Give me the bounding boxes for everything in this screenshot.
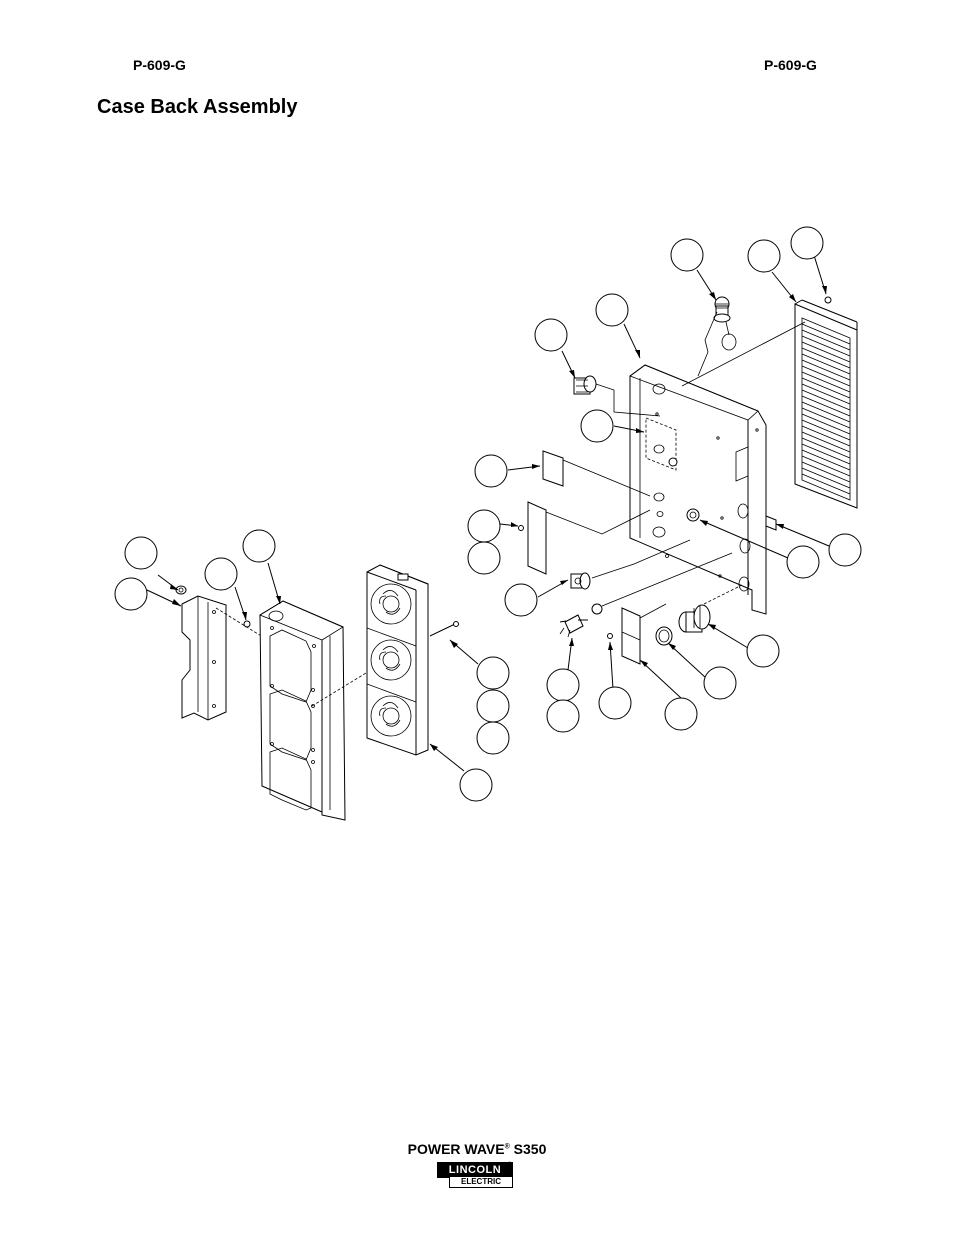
callout-balloon [664,697,698,731]
callout-balloon [476,721,510,755]
pc-board-part [527,501,547,575]
cover-plate-part [621,607,641,665]
callout-balloon [580,409,614,443]
callout-balloon [746,634,780,668]
callout-balloon [703,666,737,700]
nut-part [175,585,187,595]
callout-balloon [534,318,568,352]
logo-bottom-text: ELECTRIC [449,1176,513,1188]
callout-balloon [546,699,580,733]
grille-screw-part [824,296,832,304]
lock-nut-part [655,626,673,646]
page-title: Case Back Assembly [97,96,298,118]
product-model: POWER WAVE® S350 [0,1141,954,1157]
callout-balloon [204,557,238,591]
callout-balloon [598,686,632,720]
callout-balloon [124,536,158,570]
registered-mark: ® [504,1143,510,1151]
fan-shroud-part [259,600,346,821]
cover-screw-part [607,633,613,639]
receptacle-part [573,375,597,395]
callout-balloon [546,668,580,702]
bolt-part [429,621,459,637]
louver-panel-part [794,299,858,509]
callout-balloons [114,226,862,802]
screw-part [243,620,251,628]
louver-slats [801,323,851,495]
cord-connector-part [678,604,711,633]
case-back-panel-part [629,364,767,615]
grommet-part [668,457,700,522]
callout-balloon [459,768,493,802]
pc-board-screw-part [518,525,524,531]
callout-balloon [467,541,501,575]
callout-balloon [670,238,704,272]
fan-stack-part [366,564,429,756]
circuit-breaker-part [570,572,591,590]
page-code-right: P-609-G [764,57,817,73]
page-code-left: P-609-G [133,57,186,73]
callout-balloon [242,529,276,563]
callout-balloon [790,226,824,260]
arrowheads [170,286,827,751]
lincoln-electric-logo: LINCOLN ELECTRIC ® [437,1162,515,1188]
callout-balloon [828,533,862,567]
callout-balloon [467,509,501,543]
callout-balloon [476,656,510,690]
callout-balloon [595,293,629,327]
label-tag-part [765,515,777,531]
callout-balloon [786,545,820,579]
callout-balloon [114,577,148,611]
callout-balloon [747,239,781,273]
logo-registered-mark: ® [507,1162,513,1169]
access-cover-part [542,450,564,487]
toggle-switch-part [559,603,603,638]
strain-relief-part [713,296,737,351]
callout-balloon [504,583,538,617]
side-bracket-part [181,595,227,721]
callout-balloon [474,454,508,488]
callout-balloon [476,689,510,723]
model-name: POWER WAVE [407,1141,505,1157]
model-suffix: S350 [513,1141,547,1157]
